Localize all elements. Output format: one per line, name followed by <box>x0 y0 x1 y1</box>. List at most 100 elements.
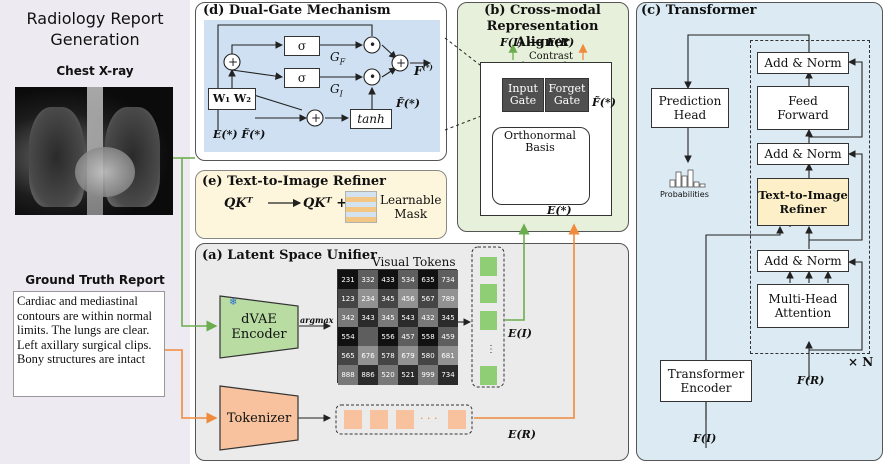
sigma-box-1: σ <box>284 36 320 56</box>
visual-token-cell: 345 <box>438 308 458 328</box>
ortho-l1: Orthonormal <box>504 129 576 142</box>
ei-to-aligner-arrow <box>505 223 530 321</box>
add-norm-top-label: Add & Norm <box>764 56 842 70</box>
dvae-label: dVAE Encoder <box>222 312 296 342</box>
mask-label: Learnable Mask <box>380 193 441 221</box>
visual-token-cell <box>358 327 378 347</box>
visual-token-cell: 888 <box>338 365 358 385</box>
refiner-l1: Text-to-Image <box>758 188 848 202</box>
prediction-head: Prediction Head <box>651 88 729 128</box>
transformer-repeat-block <box>750 40 870 354</box>
xray-label: Chest X-ray <box>56 64 134 78</box>
xray-to-dvae-arrow <box>173 157 218 332</box>
out-f: F <box>414 64 423 78</box>
weight-box: W₁ W₂ <box>208 88 256 110</box>
panel-e-title: (e) Text-to-Image Refiner <box>202 174 387 189</box>
chest-xray-image <box>15 87 173 215</box>
sigma-2: σ <box>297 71 307 85</box>
visual-token-cell: 578 <box>378 346 398 366</box>
plus-symbol: + <box>311 111 321 125</box>
visual-token-cells <box>480 257 497 385</box>
aligner-fr: F(R) <box>546 36 575 49</box>
dual-gate-nodes <box>223 36 409 127</box>
dvae-l2: Encoder <box>231 327 287 342</box>
report-to-tokenizer-arrow <box>165 349 218 424</box>
formula-right: QKᵀ + <box>303 196 348 211</box>
feed-l2: Forward <box>777 108 829 122</box>
dot-symbol: • <box>369 70 376 84</box>
panel-d-inner <box>204 20 440 152</box>
plus-symbol: + <box>396 56 406 70</box>
visual-token-cell: 580 <box>418 346 438 366</box>
times-n-label: × N <box>848 355 874 369</box>
visual-token-cell: 556 <box>378 327 398 347</box>
input-gate-l1: Input <box>508 82 538 95</box>
pred-l1: Prediction <box>658 94 722 108</box>
forget-gate: Forget Gate <box>545 78 589 112</box>
add-node-1 <box>223 53 241 71</box>
er-to-aligner-arrow <box>474 223 580 419</box>
visual-token-cell: 565 <box>338 346 358 366</box>
visual-token-cell: 457 <box>398 327 418 347</box>
refiner-l2: Refiner <box>779 202 827 216</box>
enc-l1: Transformer <box>667 367 745 381</box>
visual-token-cell: 734 <box>438 270 458 290</box>
gt-label: Ground Truth Report <box>25 273 165 287</box>
panel-a-title: (a) Latent Space Unifier <box>202 248 377 263</box>
vertical-dots: ⋮ <box>486 344 496 355</box>
panel-d-title: (d) Dual-Gate Mechanism <box>203 3 391 18</box>
er-label: E(R) <box>508 428 536 441</box>
transformer-fr: F(R) <box>797 374 825 387</box>
panel-c-title: (c) Transformer <box>641 3 757 18</box>
add-norm-mid-label: Add & Norm <box>764 147 842 161</box>
visual-token-cell: 679 <box>398 346 418 366</box>
tokenizer-label: Tokenizer <box>226 411 292 426</box>
feed-l1: Feed <box>788 94 818 108</box>
aligner-ftilde: F̃(*) <box>592 96 616 109</box>
xray-lung-left <box>29 107 84 207</box>
mul-node-1 <box>363 36 381 54</box>
add-node-2 <box>391 54 409 72</box>
transformer-wiring <box>684 34 863 448</box>
transformer-encoder: Transformer Encoder <box>660 360 752 402</box>
input-gate: Input Gate <box>502 78 544 112</box>
dual-gate-symbols: + + + • • <box>228 38 406 125</box>
dual-gate-output: F(*) <box>414 63 433 78</box>
text-dots: · · · <box>420 412 438 425</box>
aligner-e-input: E(*) <box>547 204 572 217</box>
dual-gate-ftilde: F̃(*) <box>396 97 420 110</box>
text-token-row <box>335 404 473 435</box>
visual-token-cell: 558 <box>418 327 438 347</box>
visual-token-cell: 886 <box>358 365 378 385</box>
visual-token-cell: 734 <box>438 365 458 385</box>
visual-token-cell: 554 <box>338 327 358 347</box>
tanh-label: tanh <box>357 112 385 126</box>
multi-head-attention: Multi-Head Attention <box>757 284 849 328</box>
visual-token-column <box>471 246 505 388</box>
dvae-l1: dVAE <box>241 312 277 327</box>
dual-gate-wiring <box>217 24 432 130</box>
add-norm-low-label: Add & Norm <box>764 254 842 268</box>
formula-left: QKᵀ <box>224 196 253 211</box>
gt-report-text: Cardiac and mediastinal contours are wit… <box>17 294 153 366</box>
visual-token-cell: 432 <box>418 308 438 328</box>
dual-gate-inputs: E(*) F̃(*) <box>213 128 266 141</box>
dvae-encoder-shape <box>219 295 299 359</box>
probabilities-label: Probabilities <box>660 190 709 199</box>
title-line1: Radiology Report <box>26 9 164 28</box>
ortho-l2: Basis <box>525 141 555 154</box>
mask-label2: Mask <box>394 207 428 221</box>
enc-l2: Encoder <box>680 381 732 395</box>
visual-token-cell: 459 <box>438 327 458 347</box>
tanh-box: tanh <box>350 109 392 129</box>
visual-token-cell: 345 <box>378 289 398 309</box>
add-node-3 <box>306 109 324 127</box>
dot-symbol: • <box>369 38 376 52</box>
visual-token-cell: 345 <box>378 308 398 328</box>
input-gate-l2: Gate <box>509 94 537 107</box>
ei-label: E(I) <box>508 327 532 340</box>
snowflake-icon: ❄ <box>229 297 238 308</box>
panel-refiner <box>195 170 447 239</box>
visual-token-cell: 635 <box>418 270 438 290</box>
visual-tokens-label: Visual Tokens <box>372 255 456 269</box>
